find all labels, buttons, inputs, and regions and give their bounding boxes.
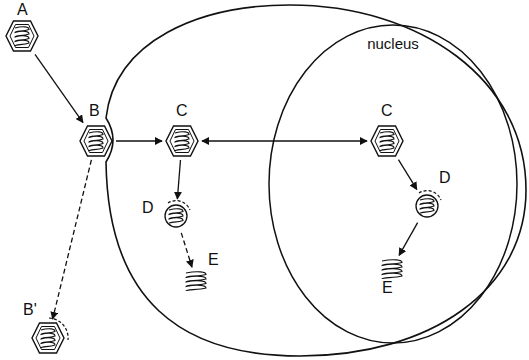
stage-letter: C	[381, 103, 393, 119]
virus-icon	[165, 125, 199, 157]
virus-icon	[79, 125, 113, 157]
virus-particle: D	[413, 192, 441, 220]
stage-letter: D	[142, 200, 154, 216]
nucleus-outline	[268, 24, 518, 344]
stage-letter: E	[382, 280, 393, 296]
pathway-arrow	[116, 140, 162, 141]
virus-icon	[184, 270, 208, 290]
virus-icon	[380, 258, 404, 278]
stage-letter: B'	[23, 302, 37, 318]
pathway-arrow	[202, 140, 367, 141]
stage-letter: D	[439, 170, 451, 186]
virus-particle: C	[165, 125, 199, 157]
region-label: nucleus	[268, 36, 518, 51]
virus-particle: D	[162, 202, 190, 230]
virus-icon	[370, 125, 404, 157]
virus-icon	[5, 20, 39, 52]
stage-letter: C	[176, 103, 188, 119]
virus-particle: A	[5, 20, 39, 52]
stage-letter: A	[17, 2, 28, 18]
virus-particle: C	[370, 125, 404, 157]
virus-particle: B	[79, 125, 113, 157]
stage-letter: B	[89, 103, 100, 119]
stage-letter: E	[208, 252, 219, 268]
pathway-arrow	[399, 223, 418, 256]
pathway-arrow	[53, 160, 92, 319]
pathway-arrow	[177, 160, 180, 199]
pathway-arrow	[398, 160, 416, 190]
virus-particle: B'	[31, 322, 65, 354]
nucleus-region: nucleusC D E	[268, 24, 518, 344]
virus-icon	[162, 202, 190, 230]
pathway-arrow	[181, 233, 192, 267]
virus-particle: E	[380, 258, 404, 278]
virus-icon	[31, 322, 65, 354]
cell-outline	[106, 5, 526, 356]
virus-particle: E	[184, 270, 208, 290]
pathway-arrow	[35, 54, 83, 122]
virus-icon	[413, 192, 441, 220]
